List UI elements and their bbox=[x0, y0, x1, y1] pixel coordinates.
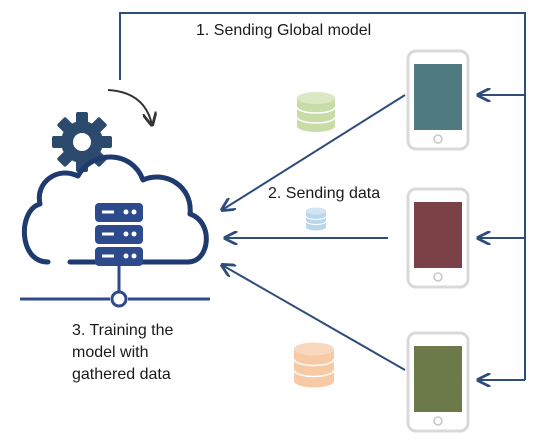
phone-2 bbox=[406, 187, 470, 289]
database-blue-icon bbox=[305, 207, 327, 231]
phone-1 bbox=[406, 49, 470, 151]
cloud-icon bbox=[21, 154, 209, 265]
step-1-label: 1. Sending Global model bbox=[196, 22, 372, 39]
server-node bbox=[110, 290, 128, 308]
gear-icon bbox=[52, 112, 112, 172]
step-2-label: 2. Sending data bbox=[268, 185, 381, 202]
phone-1-screen bbox=[414, 64, 462, 130]
update-curve-arrow bbox=[107, 89, 152, 125]
database-orange-icon bbox=[293, 342, 335, 388]
phone-3-screen bbox=[414, 346, 462, 412]
phone-2-screen bbox=[414, 202, 462, 268]
data-arrow-phone-1 bbox=[222, 94, 406, 210]
data-arrow-phone-3 bbox=[222, 265, 406, 371]
global-model-path bbox=[119, 12, 526, 380]
database-green-icon bbox=[296, 92, 336, 132]
server-icon bbox=[95, 203, 143, 266]
phone-3 bbox=[406, 331, 470, 433]
step-3-label: 3. Training the model with gathered data bbox=[72, 322, 174, 383]
